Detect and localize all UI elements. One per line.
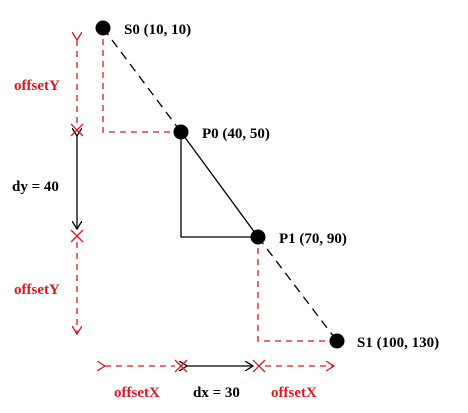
label-dx: dx = 30: [193, 385, 240, 401]
point-p1: [250, 229, 266, 245]
tick-mark-left: [174, 359, 188, 373]
point-p0: [173, 124, 189, 140]
label-offset-y-top: offsetY: [14, 78, 60, 94]
label-p0: P0 (40, 50): [202, 126, 270, 142]
tick-mark-right: [252, 359, 266, 373]
dashed-line-p1-s1: [257, 236, 338, 342]
point-s0: [95, 20, 111, 36]
label-dy: dy = 40: [12, 179, 59, 195]
label-offset-y-bottom: offsetY: [14, 282, 60, 298]
label-s0: S0 (10, 10): [124, 22, 191, 38]
offset-triangle-bottom: [257, 237, 337, 342]
label-p1: P1 (70, 90): [279, 231, 347, 247]
tick-mark-middle: [70, 229, 84, 243]
label-s1: S1 (100, 130): [357, 335, 439, 351]
offset-triangle-top: [102, 28, 181, 133]
point-s1: [329, 333, 345, 349]
triangle-legs: [180, 132, 258, 238]
tick-mark-top: [70, 123, 84, 137]
solid-line-p0-p1: [180, 131, 259, 238]
label-offset-x-left: offsetX: [114, 385, 160, 401]
label-offset-x-right: offsetX: [271, 385, 317, 401]
dashed-line-s0-p0: [102, 27, 182, 133]
